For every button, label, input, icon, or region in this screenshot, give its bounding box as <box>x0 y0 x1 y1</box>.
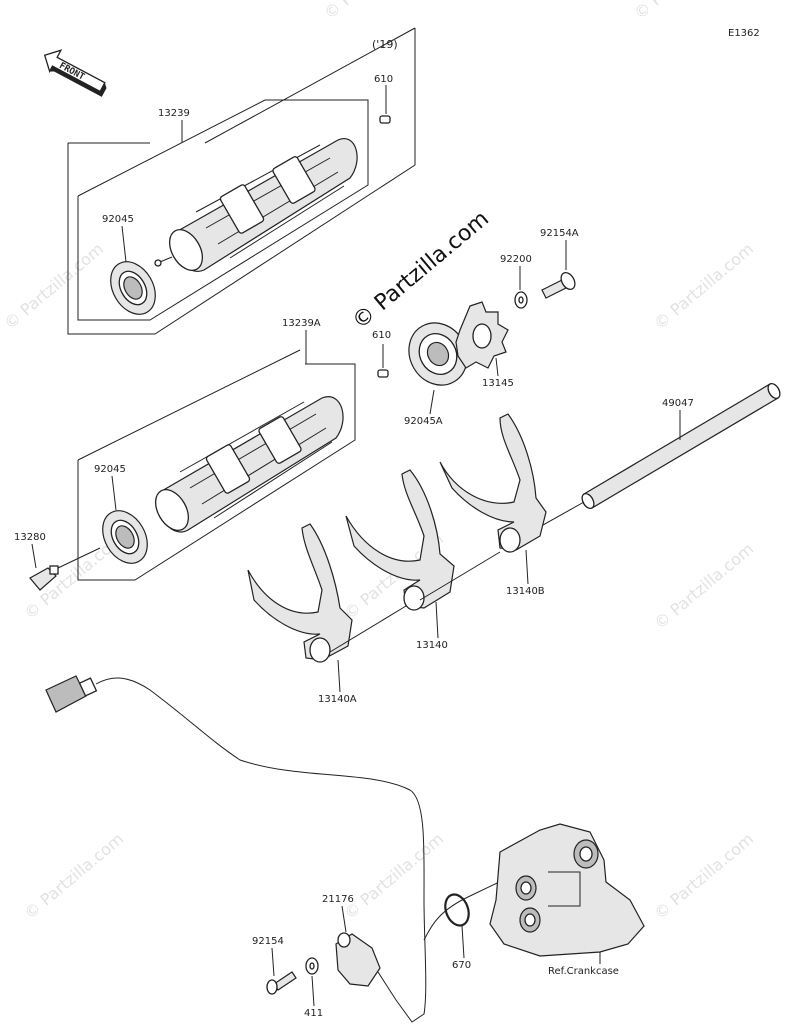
shaft-49047 <box>581 382 781 510</box>
diagram-code: E1362 <box>728 28 760 39</box>
callout-13280: 13280 <box>14 532 46 543</box>
sensor-21176 <box>335 932 381 987</box>
callout-13140B: 13140B <box>506 586 545 597</box>
pin-610-mid <box>377 344 389 378</box>
shift-fork-13140 <box>345 469 455 611</box>
shift-cam-13145 <box>455 301 509 369</box>
ref-crankcase-label: Ref.Crankcase <box>548 966 619 977</box>
callout-610-mid: 610 <box>372 330 391 341</box>
year-note: ('19) <box>372 38 398 51</box>
callout-92154A: 92154A <box>540 228 579 239</box>
frame-2019: ('19) <box>67 27 416 335</box>
callout-21176: 21176 <box>322 894 354 905</box>
bearing-92045-top <box>110 261 156 315</box>
pin-610-top <box>379 85 391 124</box>
crankcase-section <box>489 823 645 957</box>
watermark-9: © Partzilla.com <box>340 829 447 923</box>
callout-49047: 49047 <box>662 398 694 409</box>
shift-drum-2019 <box>154 138 358 272</box>
watermark-2: © Partzilla.com <box>630 0 737 23</box>
wiring-harness <box>45 675 517 1023</box>
callout-92045A: 92045A <box>404 416 443 427</box>
watermark-8: © Partzilla.com <box>20 829 127 923</box>
callout-13239A: 13239A <box>282 318 321 329</box>
watermark-7: © Partzilla.com <box>650 539 757 633</box>
washer-411 <box>305 957 319 975</box>
callout-92045-mid: 92045 <box>94 464 126 475</box>
callout-92154: 92154 <box>252 936 284 947</box>
callout-670: 670 <box>452 960 471 971</box>
watermark-4: © Partzilla.com <box>650 239 757 333</box>
callout-92200: 92200 <box>500 254 532 265</box>
washer-92200 <box>514 291 528 309</box>
callout-411: 411 <box>304 1008 323 1019</box>
callout-610-top: 610 <box>374 74 393 85</box>
bolt-92154A <box>541 271 576 299</box>
callout-13140: 13140 <box>416 640 448 651</box>
front-arrow-icon: FRONT <box>43 49 107 97</box>
o-ring-670 <box>444 893 470 927</box>
bearing-92045-mid <box>102 510 148 564</box>
callout-13239: 13239 <box>158 108 190 119</box>
bolt-92154 <box>266 971 297 995</box>
bearing-92045A <box>408 322 468 386</box>
callout-92045-top: 92045 <box>102 214 134 225</box>
watermark-3: © Partzilla.com <box>0 239 107 333</box>
watermark-10: © Partzilla.com <box>650 829 757 923</box>
shift-drum-13239A <box>154 396 344 533</box>
callout-13145: 13145 <box>482 378 514 389</box>
callout-13140A: 13140A <box>318 694 357 705</box>
watermark-1: © Partzilla.com <box>320 0 427 23</box>
neutral-switch-13280 <box>29 547 101 591</box>
shift-fork-13140B <box>439 413 547 553</box>
shift-fork-13140A <box>247 523 353 663</box>
frame-13239A <box>77 349 356 581</box>
